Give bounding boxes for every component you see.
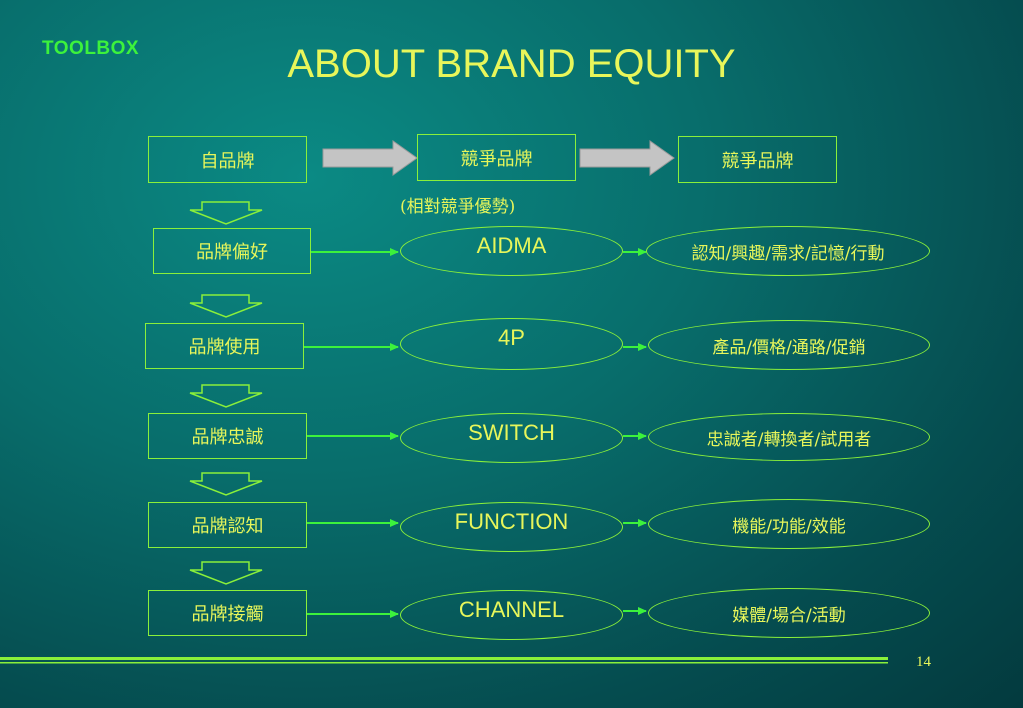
down-arrow-3 [189, 384, 263, 408]
competitive-advantage-subtitle: (相對競爭優勢) [400, 197, 516, 217]
block-arrow-1 [322, 140, 418, 176]
down-arrow-2 [189, 294, 263, 318]
detail-ellipse-aidma: 認知/興趣/需求/記憶/行動 [646, 226, 930, 276]
down-arrow-4 [189, 472, 263, 496]
own-brand-box: 自品牌 [148, 136, 307, 183]
detail-ellipse-4p: 產品/價格/通路/促銷 [648, 320, 930, 370]
down-arrows [189, 201, 263, 585]
detail-ellipse-function: 機能/功能/效能 [648, 499, 930, 549]
block-arrow-2 [579, 140, 675, 176]
detail-ellipse-channel: 媒體/場合/活動 [648, 588, 930, 638]
footer-rule [0, 657, 888, 664]
stage-box-usage: 品牌使用 [145, 323, 304, 369]
model-ellipse-4p: 4P [400, 318, 623, 370]
model-ellipse-function: FUNCTION [400, 502, 623, 552]
competitor-brand-box: 競爭品牌 [417, 134, 576, 181]
model-ellipse-channel: CHANNEL [400, 590, 623, 640]
detail-ellipse-switch: 忠誠者/轉換者/試用者 [648, 413, 930, 461]
stage-box-preference: 品牌偏好 [153, 228, 311, 274]
model-ellipse-aidma: AIDMA [400, 226, 623, 276]
stage-box-loyalty: 品牌忠誠 [148, 413, 307, 459]
toolbox-label: TOOLBOX [42, 38, 140, 59]
competitor-brand-box-2: 競爭品牌 [678, 136, 837, 183]
stage-box-contact: 品牌接觸 [148, 590, 307, 636]
page-title: ABOUT BRAND EQUITY [287, 42, 736, 86]
stage-box-awareness: 品牌認知 [148, 502, 307, 548]
down-arrow-1 [189, 201, 263, 225]
page-number: 14 [916, 654, 931, 670]
model-ellipse-switch: SWITCH [400, 413, 623, 463]
down-arrow-5 [189, 561, 263, 585]
